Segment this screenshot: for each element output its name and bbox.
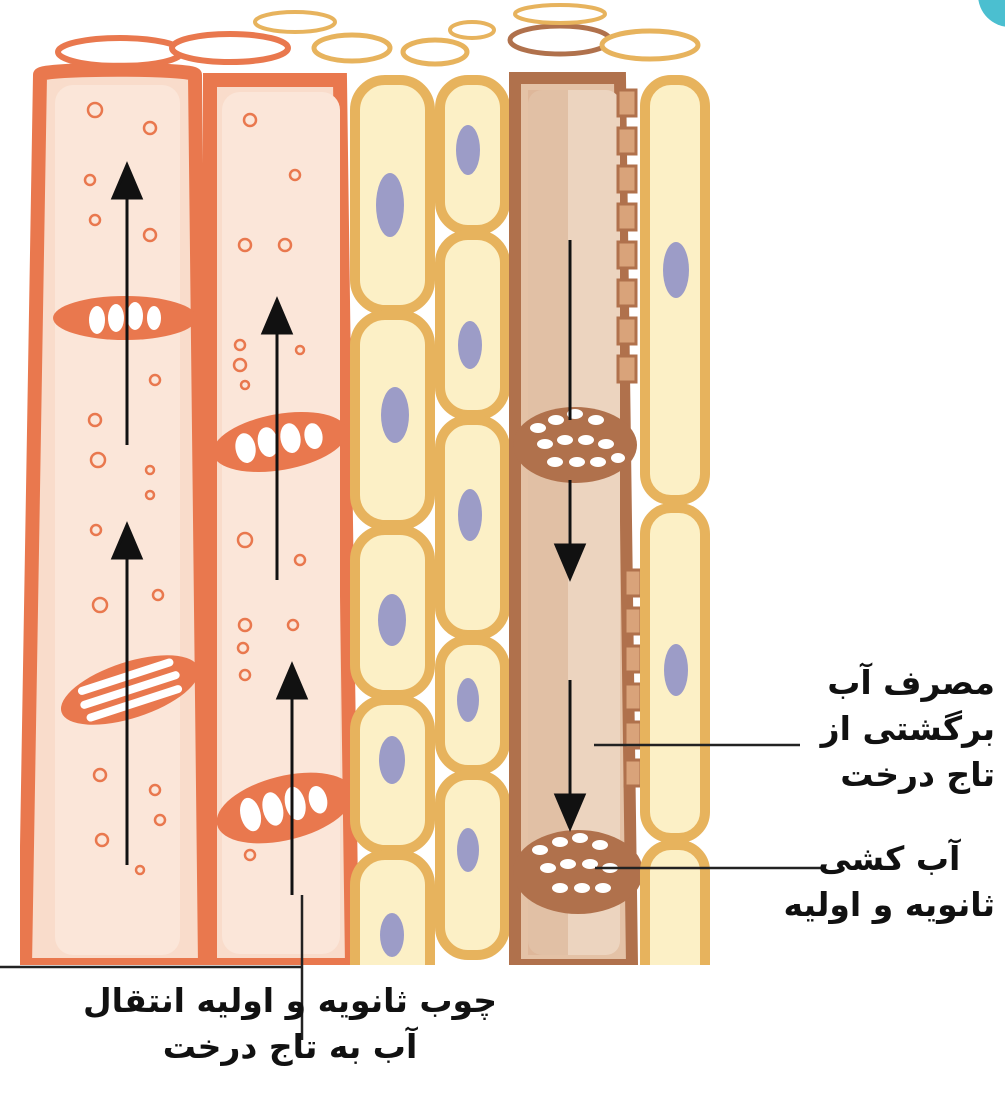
corner-decoration <box>978 0 1005 27</box>
xylem-vessel-left <box>25 70 207 965</box>
xylem-vessel-right <box>208 80 360 965</box>
water-consumption-label: مصرف آب برگشتی از تاج درخت <box>821 660 995 798</box>
phloem-label: آب کشی ثانویه و اولیه <box>784 836 995 928</box>
water-consumption-line-2: برگشتی از <box>821 706 995 752</box>
water-consumption-line-3: تاج درخت <box>821 752 995 798</box>
cell-cross-sections <box>58 5 698 66</box>
xylem-label-line-1: چوب ثانویه و اولیه انتقال <box>40 978 540 1024</box>
phloem-label-line-2: ثانویه و اولیه <box>784 882 995 928</box>
xylem-label: چوب ثانویه و اولیه انتقال آب به تاج درخت <box>40 978 540 1070</box>
water-consumption-line-1: مصرف آب <box>821 660 995 706</box>
companion-cells <box>645 80 705 995</box>
xylem-label-line-2: آب به تاج درخت <box>40 1024 540 1070</box>
phloem-label-line-1: آب کشی <box>784 836 995 882</box>
